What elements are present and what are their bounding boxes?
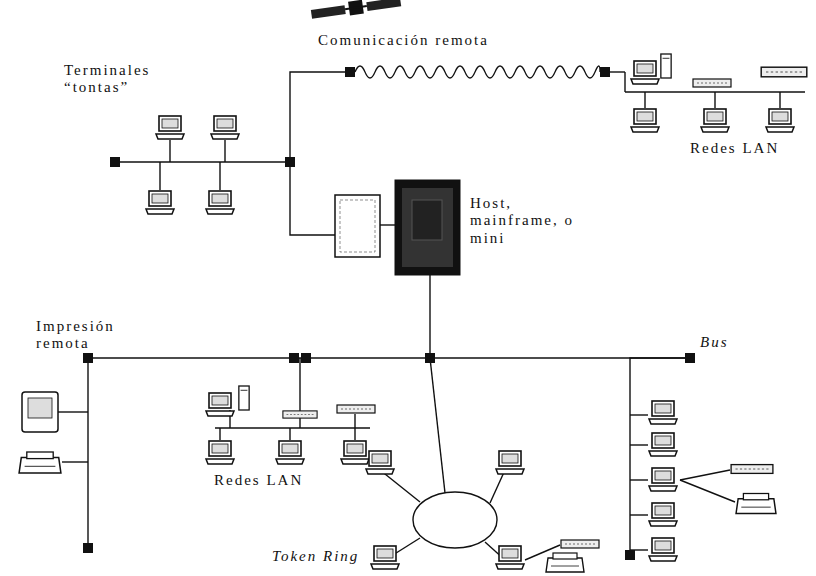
lan-label: Redes LAN — [214, 472, 334, 489]
link-label: Comunicación remota — [318, 32, 578, 49]
satellite — [310, 0, 401, 21]
lan-label: Redes LAN — [690, 140, 810, 157]
remote-link-wave — [355, 66, 600, 78]
terminal-group-label: Terminales “tontas” — [64, 62, 164, 97]
ring-label: Token Ring — [272, 548, 392, 565]
host-computers — [335, 180, 460, 275]
connector-squares — [83, 67, 695, 560]
host-label: Host, mainframe, o mini — [470, 195, 580, 247]
remote-printers — [19, 392, 61, 473]
bus-label: Bus — [700, 334, 760, 351]
workstations — [146, 54, 807, 572]
printing-label: Impresión remota — [36, 318, 136, 353]
